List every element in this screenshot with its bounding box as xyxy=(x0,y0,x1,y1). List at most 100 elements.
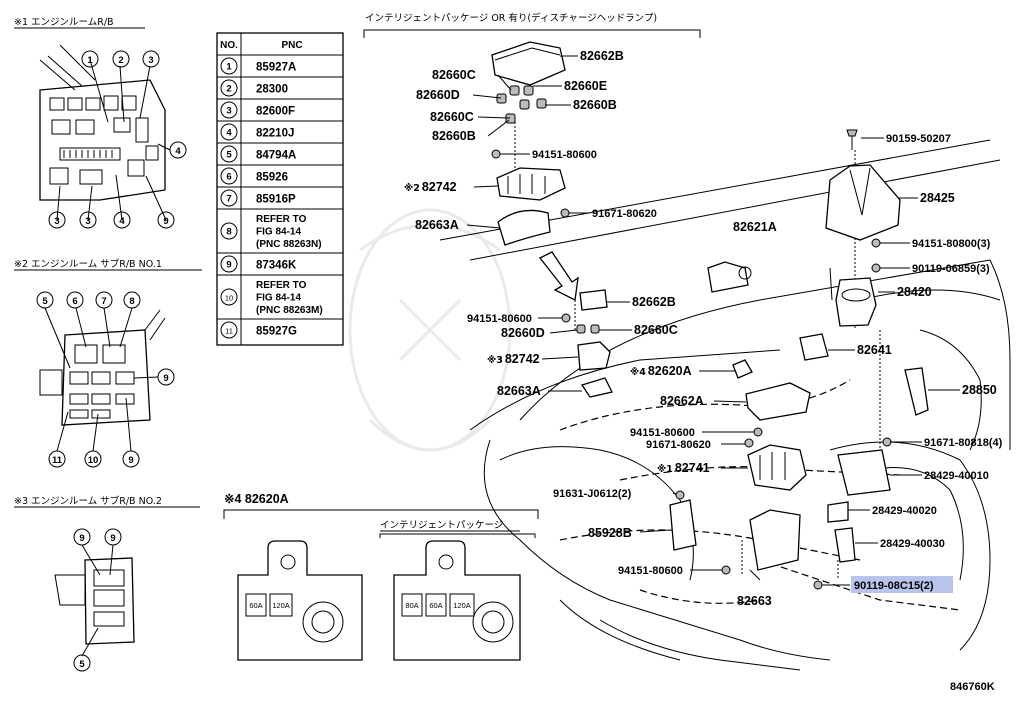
svg-text:4: 4 xyxy=(175,146,181,157)
table-row: 10 REFER TO FIG 84-14(PNC 88263M) xyxy=(220,280,323,316)
svg-text:1: 1 xyxy=(87,55,93,66)
label-28425: 28425 xyxy=(920,191,955,205)
row-pnc-line: FIG 84-14 xyxy=(256,293,301,304)
label-90119-08c15[interactable]: 90119-08C15(2) xyxy=(854,580,934,592)
row-pnc-line: (PNC 88263M) xyxy=(256,305,323,316)
label-82641: 82641 xyxy=(857,343,892,357)
row-number-badge xyxy=(220,167,238,185)
label-91631-j0612: 91631-J0612(2) xyxy=(553,488,632,500)
svg-text:11: 11 xyxy=(52,455,63,466)
row-number: 8 xyxy=(226,227,231,238)
part-labels: 82662B 82660C 82660E 82660D 82660B 82660… xyxy=(404,49,1003,608)
row-pnc: 87346K xyxy=(256,260,297,272)
fuse-120a-right: 120A xyxy=(453,601,471,610)
section-4-subtitle: インテリジェントパッケージ xyxy=(380,520,503,531)
label-82663a-b: 82663A xyxy=(497,384,541,398)
svg-text:9: 9 xyxy=(163,216,168,227)
svg-text:10: 10 xyxy=(88,455,99,466)
row-number: 2 xyxy=(226,84,231,95)
row-number-badge xyxy=(220,145,238,163)
row-number-badge xyxy=(220,288,238,306)
section-1-callouts: 1 2 3 4 3 3 4 9 xyxy=(48,50,187,229)
label-82660b-b: 82660B xyxy=(432,129,476,143)
row-number-badge xyxy=(220,189,238,207)
row-pnc-line: REFER TO xyxy=(256,280,307,291)
section-2-callouts: 5 6 7 8 9 11 10 9 xyxy=(36,291,175,468)
row-pnc: 28300 xyxy=(256,84,288,96)
fuse-block-left: 60A 120A xyxy=(237,540,363,661)
label-94151-80800: 94151-80800(3) xyxy=(912,238,991,250)
row-pnc-line: (PNC 88263N) xyxy=(256,239,322,250)
svg-text:9: 9 xyxy=(128,455,133,466)
svg-text:3: 3 xyxy=(85,216,90,227)
label-28429-40010: 28429-40010 xyxy=(924,470,989,482)
label-90159-50207: 90159-50207 xyxy=(886,133,951,145)
label-82660c-a: 82660C xyxy=(432,68,476,82)
svg-text:6: 6 xyxy=(72,296,77,307)
label-82662a: 82662A xyxy=(660,394,704,408)
fuse-60a: 60A xyxy=(249,601,262,610)
row-pnc-line: FIG 84-14 xyxy=(256,227,301,238)
label-82660e: 82660E xyxy=(564,79,607,93)
label-28420: 28420 xyxy=(897,285,932,299)
row-number: 6 xyxy=(226,172,231,183)
parts-cluster-top xyxy=(491,41,929,590)
svg-text:3: 3 xyxy=(54,216,59,227)
section-2-title: ※2 エンジンルーム サブR/B NO.1 xyxy=(14,258,162,270)
section-4-82620a: ※4 82620A インテリジェントパッケージ 60A 120A 80A 60A… xyxy=(223,492,539,661)
table-row: 2 28300 xyxy=(220,79,288,97)
fuse-80a: 80A xyxy=(405,601,418,610)
label-94151-80600-a: 94151-80600 xyxy=(532,149,597,161)
row-pnc: 85927A xyxy=(256,62,296,74)
row-number: 4 xyxy=(226,128,232,139)
row-number: 1 xyxy=(226,62,232,73)
row-pnc: 85927G xyxy=(256,326,297,338)
label-28850: 28850 xyxy=(962,383,997,397)
figure-code: 846760K xyxy=(950,681,995,693)
svg-text:4: 4 xyxy=(119,216,125,227)
row-number-badge xyxy=(220,79,238,97)
row-number-badge xyxy=(220,123,238,141)
table-header-no: NO. xyxy=(220,40,238,51)
watermark-emblem xyxy=(348,208,512,452)
label-82660b-a: 82660B xyxy=(573,98,617,112)
section-2-engine-room-sub-rb-no1: ※2 エンジンルーム サブR/B NO.1 5 6 7 8 9 11 10 9 xyxy=(14,258,202,468)
label-82660c-b: 82660C xyxy=(430,110,474,124)
svg-text:9: 9 xyxy=(110,533,115,544)
row-number-badge xyxy=(220,255,238,273)
row-number-badge xyxy=(220,57,238,75)
row-pnc: 84794A xyxy=(256,150,296,162)
row-number: 7 xyxy=(226,194,231,205)
row-number-badge xyxy=(220,321,238,339)
row-number: 5 xyxy=(226,150,232,161)
row-number: 3 xyxy=(226,106,231,117)
svg-text:5: 5 xyxy=(42,296,48,307)
label-82621a: 82621A xyxy=(733,220,777,234)
table-header-pnc: PNC xyxy=(281,40,302,51)
fuse-60a-right: 60A xyxy=(429,601,442,610)
label-91671-80818: 91671-80818(4) xyxy=(924,437,1003,449)
section-4-title: ※4 82620A xyxy=(224,492,289,506)
row-number: 10 xyxy=(225,294,233,303)
section-3-callouts: 9 9 5 xyxy=(73,528,122,672)
section-1-title: ※1 エンジンルームR/B xyxy=(14,17,114,28)
leader-lines xyxy=(466,55,960,586)
svg-text:9: 9 xyxy=(79,533,84,544)
label-91671-80620-b: 91671-80620 xyxy=(646,439,711,451)
label-94151-80600-b: 94151-80600 xyxy=(467,313,532,325)
label-85928b: 85928B xyxy=(588,526,632,540)
svg-text:7: 7 xyxy=(101,296,106,307)
svg-text:5: 5 xyxy=(79,659,85,670)
svg-text:3: 3 xyxy=(148,55,153,66)
pnc-table-frame xyxy=(216,32,344,346)
